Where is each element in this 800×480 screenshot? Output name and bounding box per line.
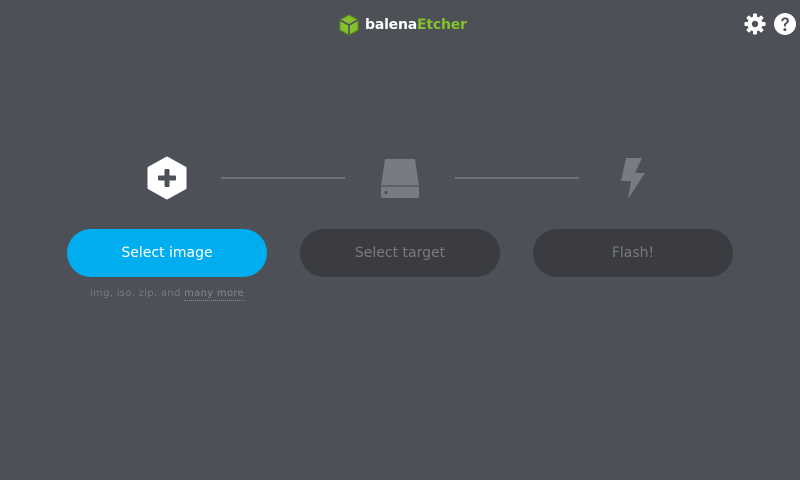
lightning-bolt-icon <box>621 158 645 199</box>
step-connector-1 <box>221 177 345 179</box>
brand-etcher-text: Etcher <box>416 17 467 33</box>
gear-icon <box>744 13 766 35</box>
help-button[interactable] <box>773 12 797 36</box>
flash-button[interactable]: Flash! <box>533 229 733 277</box>
select-target-button[interactable]: Select target <box>300 229 500 277</box>
settings-button[interactable] <box>743 12 767 36</box>
app-logo: balenaEtcher <box>338 14 467 36</box>
brand-balena-text: balena <box>365 17 417 33</box>
plus-hexagon-icon <box>147 156 187 200</box>
header: balenaEtcher <box>0 12 800 38</box>
steps-row <box>0 156 800 202</box>
many-more-link[interactable]: many more <box>184 288 245 301</box>
question-circle-icon <box>774 13 796 35</box>
app-brand-name: balenaEtcher <box>365 17 467 33</box>
drive-icon <box>381 159 419 198</box>
select-image-button[interactable]: Select image <box>67 229 267 277</box>
step-connector-2 <box>455 177 579 179</box>
balena-cube-icon <box>339 14 359 36</box>
formats-text: img, iso, zip, and <box>89 288 185 299</box>
supported-formats-hint: img, iso, zip, and many more <box>67 288 267 301</box>
